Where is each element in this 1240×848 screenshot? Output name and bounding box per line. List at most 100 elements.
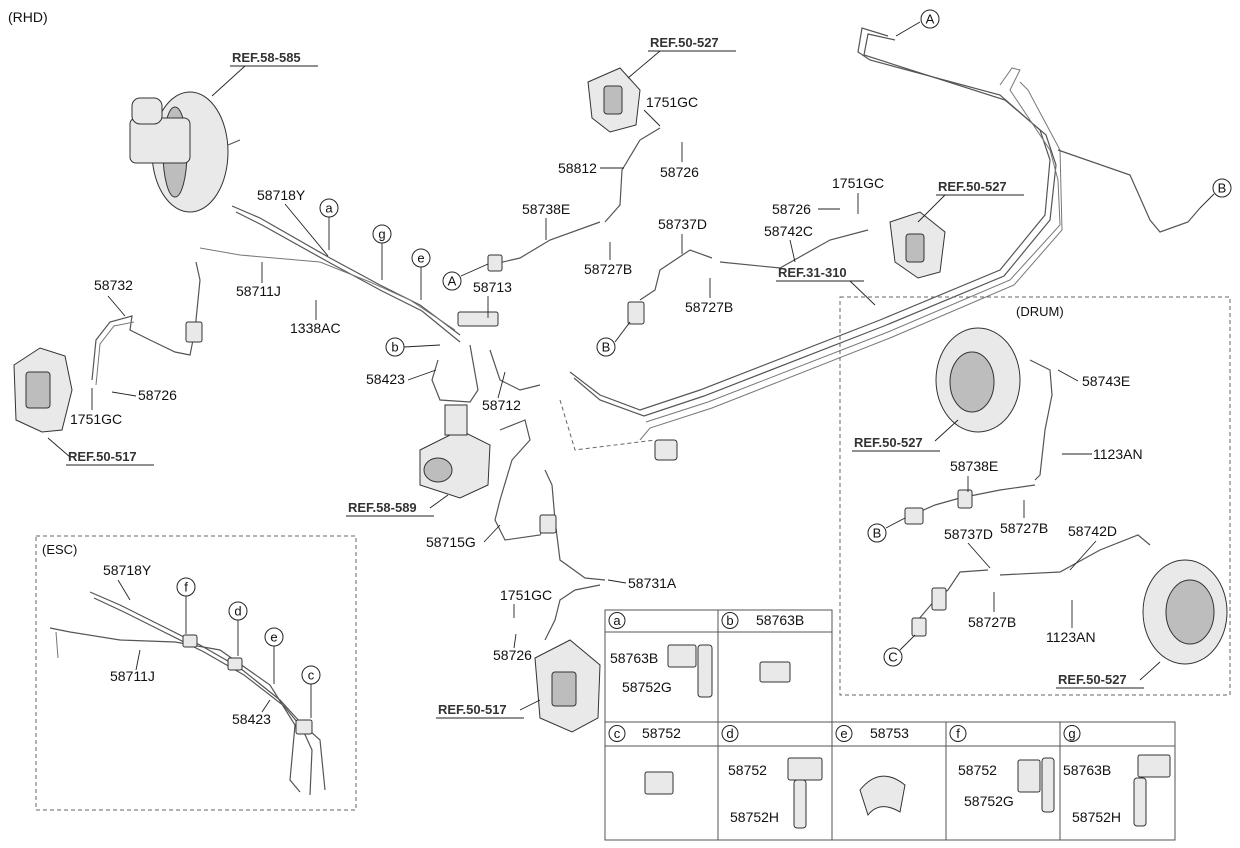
label-58727B-1: 58727B — [584, 261, 632, 277]
callout-a-letter: a — [325, 201, 333, 216]
leader-line — [934, 419, 959, 442]
leader-line — [885, 517, 906, 529]
callout-A-1-letter: A — [926, 12, 935, 27]
brake-booster — [129, 91, 241, 213]
ref-31-310: REF.31-310 — [778, 265, 847, 280]
leader-line — [111, 391, 137, 397]
table-cell-e-letter: e — [840, 726, 847, 741]
label-1751GC-right: 1751GC — [832, 175, 884, 191]
table-cell-c-title: 58752 — [642, 725, 681, 741]
leader-line — [1139, 661, 1161, 681]
table-cell-a-part-0: 58763B — [610, 650, 658, 666]
label-58737D-drum: 58737D — [944, 526, 993, 542]
table-cell-g-part-1: 58752H — [1072, 809, 1121, 825]
leader-line — [917, 194, 946, 223]
label-esc-58423: 58423 — [232, 711, 271, 727]
table-cell-d-part-1: 58752H — [730, 809, 779, 825]
label-1751GC-left: 1751GC — [70, 411, 122, 427]
table-cell-letter-circle — [949, 725, 967, 742]
callout-esc-d-letter: d — [234, 604, 241, 619]
callout-B-3: B — [867, 523, 887, 543]
table-cell-b-title: 58763B — [756, 612, 804, 628]
label-58727B-2: 58727B — [685, 299, 733, 315]
label-58738E: 58738E — [522, 201, 570, 217]
leader-line — [1199, 193, 1215, 209]
callout-esc-d: d — [228, 601, 248, 621]
label-58732: 58732 — [94, 277, 133, 293]
label-esc-58718Y: 58718Y — [103, 562, 152, 578]
leader-line — [261, 699, 271, 713]
table-cell-letter-circle — [1063, 725, 1081, 742]
label-58718Y: 58718Y — [257, 187, 306, 203]
table-cell-f-part-1: 58752G — [964, 793, 1014, 809]
label-1123AN-2: 1123AN — [1046, 629, 1096, 645]
ref-50-517-bottom: REF.50-517 — [438, 702, 507, 717]
label-58711J: 58711J — [236, 283, 281, 299]
callout-esc-e: e — [264, 627, 284, 647]
callout-C-1: C — [883, 647, 903, 667]
abs-module — [419, 404, 491, 499]
ref-58-585: REF.58-585 — [232, 50, 301, 65]
label-58726-right: 58726 — [772, 201, 811, 217]
label-58737D: 58737D — [658, 216, 707, 232]
callout-B-3-letter: B — [873, 526, 882, 541]
label-58738E-drum: 58738E — [950, 458, 998, 474]
leader-line — [627, 50, 661, 79]
ref-50-527-right: REF.50-527 — [938, 179, 1007, 194]
ref-50-527-drum2: REF.50-527 — [1058, 672, 1127, 687]
leader-line — [1069, 540, 1097, 571]
callout-esc-c: c — [301, 665, 321, 685]
leader-line — [460, 263, 489, 277]
callout-a: a — [319, 198, 339, 218]
leader-line — [513, 633, 517, 649]
bottom-caliper — [534, 639, 601, 733]
callout-A-2: A — [442, 271, 462, 291]
leader-line — [789, 239, 796, 263]
label-58726-top: 58726 — [660, 164, 699, 180]
label-1338AC: 1338AC — [290, 320, 341, 336]
leader-line — [643, 109, 661, 127]
leader-line — [429, 494, 449, 509]
label-58715G: 58715G — [426, 534, 476, 550]
table-cell-b-letter: b — [726, 613, 733, 628]
table-cell-e-title: 58753 — [870, 725, 909, 741]
callout-B-2: B — [596, 337, 616, 357]
callout-B-1: B — [1212, 178, 1232, 198]
main-brake-pipes — [91, 27, 1201, 641]
table-cell-g-part-0: 58763B — [1063, 762, 1111, 778]
drum-section-title: (DRUM) — [1016, 304, 1064, 319]
table-cell-c-letter: c — [614, 726, 621, 741]
label-58726-left: 58726 — [138, 387, 177, 403]
callout-B-2-letter: B — [602, 340, 611, 355]
leader-line — [284, 203, 329, 257]
label-esc-58711J: 58711J — [110, 668, 155, 684]
leader-line — [967, 542, 991, 569]
callout-e: e — [411, 248, 431, 268]
table-cell-d-letter: d — [726, 726, 733, 741]
leader-line — [899, 634, 916, 651]
table-cell-f-part-0: 58752 — [958, 762, 997, 778]
leader-line — [107, 295, 126, 317]
leader-line — [519, 699, 541, 711]
label-1751GC-top: 1751GC — [646, 94, 698, 110]
label-58726-bottom: 58726 — [493, 647, 532, 663]
label-58712: 58712 — [482, 397, 521, 413]
table-cell-letter-circle — [608, 612, 626, 629]
top-caliper — [587, 67, 641, 133]
leader-line — [895, 21, 921, 37]
drum-brake-lower — [1142, 559, 1228, 665]
drum-section-frame — [839, 296, 1231, 696]
callout-esc-f: f — [176, 577, 196, 597]
drum-pipes — [904, 359, 1151, 637]
label-58812: 58812 — [558, 160, 597, 176]
esc-section-title: (ESC) — [42, 542, 77, 557]
label-58727B-drum1: 58727B — [1000, 520, 1048, 536]
table-cell-f-letter: f — [956, 726, 960, 741]
table-cell-letter-circle — [835, 725, 853, 742]
right-caliper — [889, 211, 946, 279]
callout-b: b — [385, 337, 405, 357]
drum-brake-upper — [935, 327, 1021, 433]
label-58731A: 58731A — [628, 575, 677, 591]
